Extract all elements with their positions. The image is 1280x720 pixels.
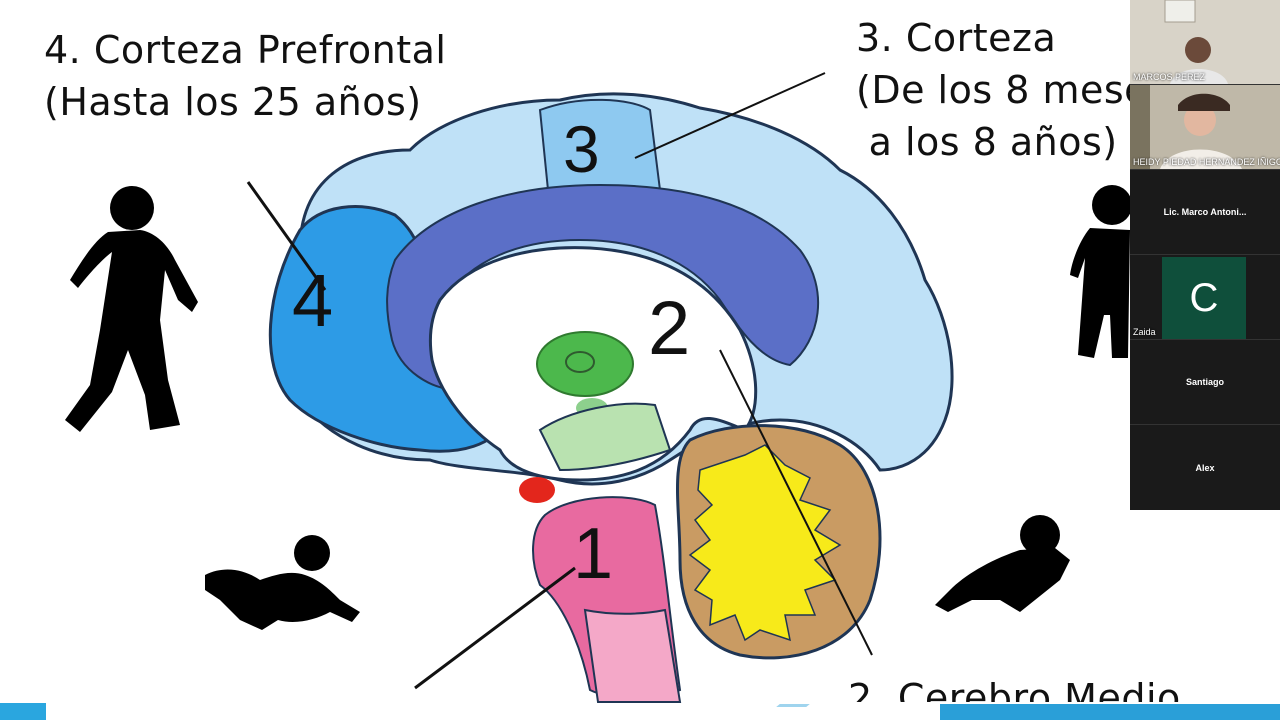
participant-video-2 <box>1130 85 1280 169</box>
participant-name-5: Santiago <box>1185 377 1224 387</box>
red-nucleus <box>519 477 555 503</box>
region-number-1: 1 <box>573 514 613 594</box>
midbrain-tract <box>538 402 672 472</box>
footer-accent-left <box>0 703 46 720</box>
crawling-baby-silhouette <box>205 535 360 630</box>
leader-line-4 <box>246 181 327 291</box>
participant-avatar-4: C <box>1162 257 1246 339</box>
arbor-vitae <box>688 444 842 642</box>
leader-line-3 <box>634 72 826 159</box>
participant-name-3: Lic. Marco Antoni... <box>1163 207 1247 217</box>
leader-line-2 <box>719 349 873 656</box>
footer-accent-mid <box>776 704 810 707</box>
prefrontal-cortex-label: 4. Corteza Prefrontal (Hasta los 25 años… <box>44 28 447 124</box>
region-number-2: 2 <box>648 286 690 371</box>
region-number-3: 3 <box>563 112 600 186</box>
parietal-region <box>538 98 662 192</box>
standing-toddler-silhouette <box>1070 185 1130 358</box>
participant-tile-4[interactable]: C Zaida <box>1130 255 1280 340</box>
participant-name-2: HEIDY PIEDAD HERNANDEZ IÑIGO <box>1133 157 1280 167</box>
spinal-cord <box>583 608 682 703</box>
participant-name-4: Zaida <box>1133 327 1156 337</box>
participant-name-1: MARCOS PEREZ <box>1133 72 1206 82</box>
thalamus-region <box>536 331 634 397</box>
participant-tile-3[interactable]: Lic. Marco Antoni... <box>1130 170 1280 255</box>
participant-tile-6[interactable]: Alex <box>1130 425 1280 510</box>
brain-diagram: 4 3 2 1 <box>65 72 1130 703</box>
participants-panel: MARCOS PEREZ HEIDY PIEDAD HERNANDEZ IÑIG… <box>1130 0 1280 510</box>
cortex-label: 3. Corteza (De los 8 meses a los 8 años) <box>856 16 1169 164</box>
region-number-4: 4 <box>292 259 333 342</box>
walking-child-silhouette <box>65 186 198 432</box>
participant-video-1 <box>1130 0 1280 84</box>
midbrain-label: 2. Cerebro Medio <box>848 676 1181 702</box>
participant-tile-1[interactable]: MARCOS PEREZ <box>1130 0 1280 85</box>
footer-accent-right <box>940 704 1280 720</box>
crawling-baby-right-silhouette <box>935 515 1070 612</box>
participant-tile-2[interactable]: HEIDY PIEDAD HERNANDEZ IÑIGO <box>1130 85 1280 170</box>
leader-line-1 <box>414 566 576 690</box>
thalamus-core <box>565 351 595 373</box>
participant-tile-5[interactable]: Santiago <box>1130 340 1280 425</box>
participant-name-6: Alex <box>1195 462 1215 473</box>
